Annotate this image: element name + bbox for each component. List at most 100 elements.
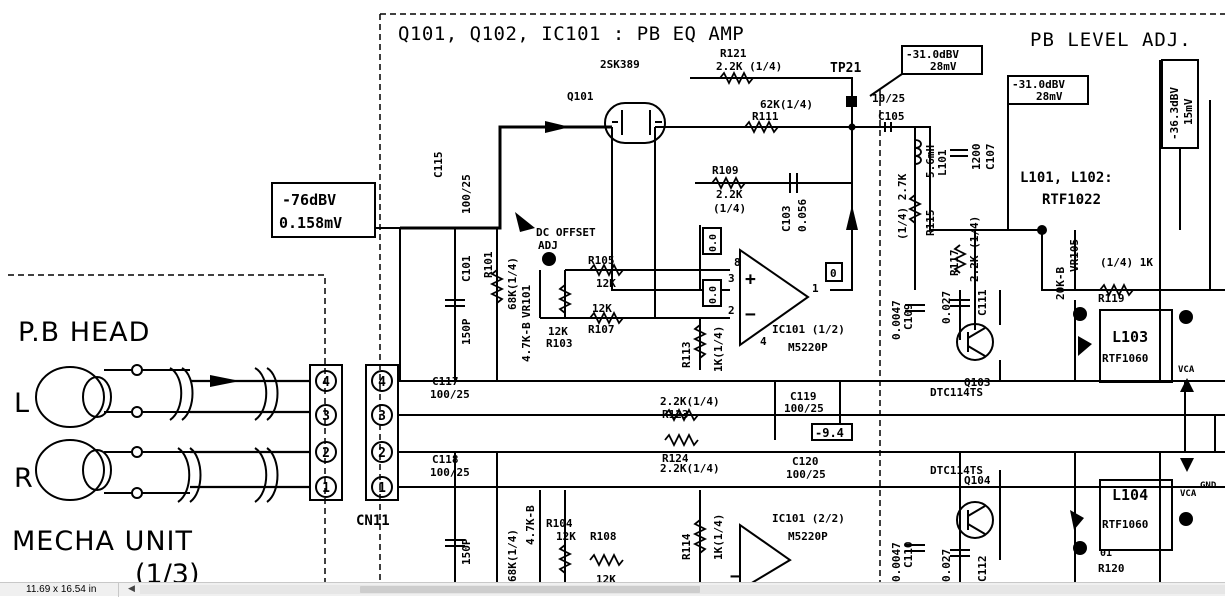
r117-symbol [952, 244, 968, 274]
volt-neg: -9.4 [815, 426, 844, 440]
l104-ref: L104 [1112, 486, 1148, 504]
l103-block [1099, 309, 1173, 383]
r117-val: 2.2K (1/4) [968, 216, 981, 282]
r124-symbol [664, 432, 699, 448]
r114-ref: R114 [680, 533, 693, 560]
l103-arrow-icon [1078, 336, 1092, 356]
c102-symbol [445, 539, 465, 547]
mecha-page-label: (1/3) [135, 559, 200, 582]
c111-ref: C111 [976, 289, 989, 316]
r111-symbol [744, 119, 779, 135]
q104-part: DTC114TS [930, 464, 983, 477]
signal-arrow-out [846, 205, 858, 230]
volt-box-c [825, 262, 843, 282]
mecha-unit-label: MECHA UNIT [12, 526, 193, 557]
c105-val: 10/25 [872, 92, 905, 105]
r114-symbol [692, 519, 708, 554]
l104-arrow-icon [1070, 510, 1084, 530]
volt-a: 0.0 [708, 234, 719, 252]
vca-label-1: VCA [1178, 365, 1195, 375]
r121-symbol [719, 70, 754, 86]
c118-ref: C118 [432, 453, 459, 466]
gnd-label: GND [1200, 481, 1217, 491]
c117-val: 100/25 [430, 388, 470, 401]
horizontal-scrollbar-thumb[interactable] [360, 586, 700, 593]
r108-ref: R108 [590, 530, 617, 543]
r111-ref: R111 [752, 110, 779, 123]
l103-part: RTF1060 [1102, 352, 1148, 365]
dc-offset-line1: DC OFFSET [536, 226, 596, 239]
c119-val: 100/25 [784, 402, 824, 415]
c103-ref: C103 [780, 206, 793, 233]
r101-val: 68K(1/4) [506, 257, 519, 310]
r111-val: 62K(1/4) [760, 98, 813, 111]
c112-ref: C112 [976, 556, 989, 583]
c103-symbol [789, 173, 798, 193]
c109-symbol [905, 304, 925, 312]
level-tp21-line1: -31.0dBV [906, 48, 959, 61]
l101-symbol [914, 139, 922, 165]
dc-offset-line2: ADJ [538, 239, 558, 252]
vr101-val: 4.7K-B [520, 322, 533, 362]
c112-val: 0.027 [940, 549, 953, 582]
ic101a-pin8: 8 [734, 256, 741, 269]
c119-ref: C119 [790, 390, 817, 403]
l101-val: 5.6mH [924, 145, 937, 178]
head-r-label: R [14, 463, 33, 494]
ic101b-minus: − [730, 566, 741, 582]
r124-val: 2.2K(1/4) [660, 462, 720, 475]
c118-val: 100/25 [430, 466, 470, 479]
r120-ref: R120 [1098, 562, 1125, 575]
dc-offset-arrow-icon [515, 212, 535, 232]
r119-val: (1/4) 1K [1100, 256, 1153, 269]
q101-part: 2SK389 [600, 58, 640, 71]
c110-val: 0.0047 [890, 542, 903, 582]
r105-val: 12K [596, 277, 616, 290]
r124-ref: R124 [662, 452, 689, 465]
r103-val: 12K [548, 325, 568, 338]
pin-left-1: 1 [322, 481, 330, 496]
l103-ref: L103 [1112, 328, 1148, 346]
vr105-adj-icon [1073, 307, 1087, 321]
level-input-line2: 0.158mV [279, 214, 342, 232]
status-divider [118, 583, 119, 597]
c105-symbol [884, 122, 892, 132]
c109-val: 0.0047 [890, 300, 903, 340]
c110-symbol [905, 544, 925, 552]
c117-ref: C117 [432, 375, 459, 388]
l101-ref: L101 [936, 149, 949, 176]
r114-val: 1K(1/4) [712, 514, 725, 560]
c111-symbol [950, 299, 970, 307]
c120-ref: C120 [792, 455, 819, 468]
block-title-right: PB LEVEL ADJ. [1030, 29, 1192, 51]
c101-symbol [445, 299, 465, 307]
scroll-left-icon[interactable]: ◀ [128, 583, 135, 593]
c107-symbol [950, 149, 968, 157]
connector-cn11 [365, 364, 399, 501]
r107-ref: R107 [588, 323, 615, 336]
page-size-readout: 11.69 x 16.54 in [26, 584, 97, 595]
vca-label-2: VCA [1180, 489, 1197, 499]
r107-symbol [589, 310, 624, 326]
schematic-canvas: Q101, Q102, IC101 : PB EQ AMP PB LEVEL A… [8, 13, 1225, 583]
l101-102-line1: L101, L102: [1020, 170, 1113, 186]
pin-left-3: 3 [322, 409, 330, 424]
pin-right-4: 4 [378, 375, 386, 390]
c115-val: 100/25 [460, 174, 473, 214]
r115-symbol [907, 194, 923, 224]
c109-ref: C109 [902, 304, 915, 331]
r109-val1: 2.2K [716, 188, 743, 201]
level-box-tp21 [901, 45, 983, 75]
c115-ref: C115 [432, 152, 445, 179]
r115-val: (1/4) 2.7K [896, 173, 909, 240]
cn11-label: CN11 [356, 513, 390, 529]
pb-head-label: P.B HEAD [18, 317, 150, 348]
r104-ref: R104 [546, 517, 573, 530]
q104-ref: Q104 [964, 474, 991, 487]
volt-c: 0 [830, 267, 837, 280]
r119-ref: R119 [1098, 292, 1125, 305]
q103-ref: Q103 [964, 376, 991, 389]
ic101b-ref: IC101 (2/2) [772, 512, 845, 525]
q103-transistor [956, 323, 994, 361]
vr105-ref: VR105 [1068, 239, 1081, 272]
